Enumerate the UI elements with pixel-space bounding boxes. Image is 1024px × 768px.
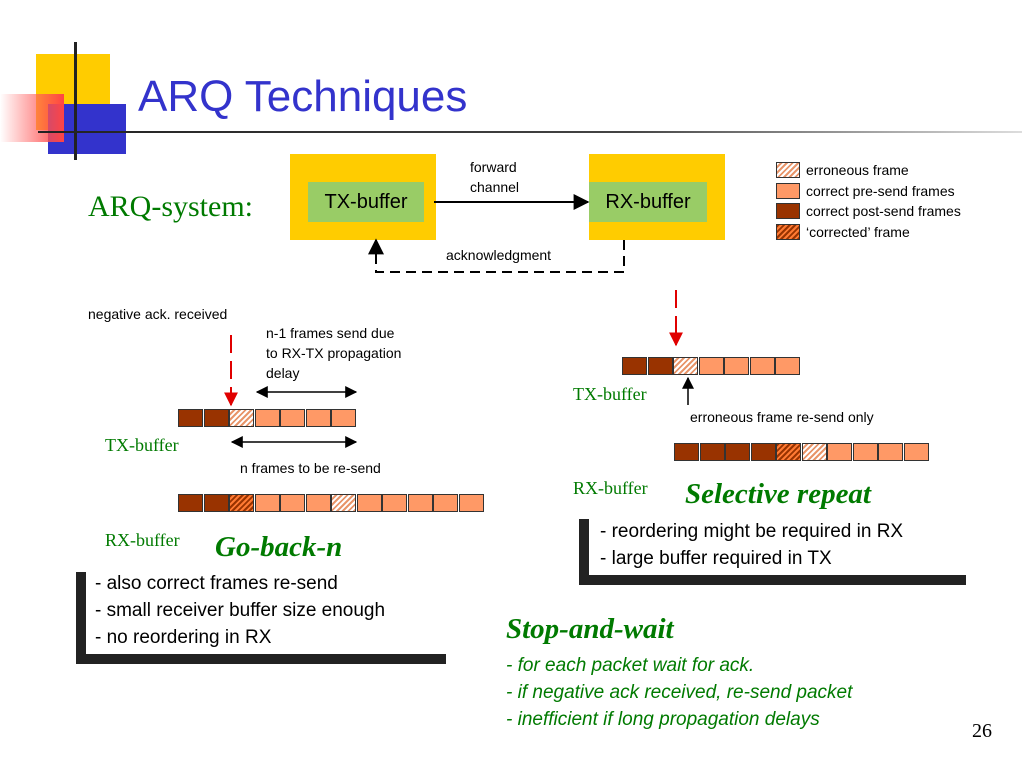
sr-tx-frame-pre: [775, 357, 800, 375]
sr-tx-frame-post: [647, 357, 673, 375]
gbn-bullet-2: - small receiver buffer size enough: [95, 600, 386, 621]
sr-rx-frame-post: [725, 443, 750, 461]
gbn-rx-label: RX-buffer: [105, 530, 180, 550]
sr-rx-frame-pre: [903, 443, 929, 461]
arq-system-label: ARQ-system:: [88, 190, 253, 223]
forward-channel-line2: channel: [470, 179, 520, 195]
gbn-delay-line1: n-1 frames send due: [266, 325, 395, 341]
gbn-tx-frame-pre: [305, 409, 331, 427]
gbn-bullets: - also correct frames re-send - small re…: [95, 570, 385, 651]
legend-swatch-pre: [776, 182, 800, 199]
legend-item: ‘corrected’ frame: [776, 222, 910, 242]
legend-swatch-post: [776, 203, 800, 219]
forward-channel-label: forward channel: [470, 157, 519, 197]
gbn-tx-frame-post: [178, 409, 203, 427]
gbn-resend-label: n frames to be re-send: [240, 460, 381, 476]
gbn-bullet-3: - no reordering in RX: [95, 627, 272, 648]
gbn-tx-frame-post: [203, 409, 229, 427]
tx-buffer-label: TX-buffer: [324, 190, 408, 213]
sr-bullets: - reordering might be required in RX - l…: [600, 518, 903, 572]
legend-label: ‘corrected’ frame: [806, 223, 910, 240]
gbn-bracket: [76, 572, 446, 664]
sr-tx-frame-err: [673, 357, 698, 375]
gbn-rx-frame-corr: [229, 494, 254, 512]
legend-item: correct pre-send frames: [776, 181, 955, 201]
saw-bullet-1: - for each packet wait for ack.: [506, 655, 755, 676]
tx-buffer-box: TX-buffer: [308, 182, 424, 222]
gbn-rx-frame-pre: [407, 494, 433, 512]
gbn-rx-frame-pre: [458, 494, 484, 512]
sr-rx-frame-pre: [827, 443, 852, 461]
sr-tx-frame-pre: [749, 357, 775, 375]
legend-item: correct post-send frames: [776, 201, 961, 221]
sr-rx-frame-post: [750, 443, 776, 461]
gbn-rx-frame-pre: [254, 494, 280, 512]
gbn-tx-frame-err: [229, 409, 254, 427]
sr-tx-frame-pre: [724, 357, 749, 375]
legend-label: correct pre-send frames: [806, 182, 955, 199]
legend-swatch-err: [776, 162, 800, 178]
sr-bullet-1: - reordering might be required in RX: [600, 521, 904, 542]
gbn-delay-line3: delay: [266, 365, 300, 381]
gbn-tx-label: TX-buffer: [105, 435, 179, 455]
gbn-rx-frame-pre: [280, 494, 305, 512]
sr-rx-frame-pre: [852, 443, 878, 461]
gbn-bullet-1: - also correct frames re-send: [95, 573, 338, 594]
page-title: ARQ Techniques: [138, 72, 468, 121]
legend-swatch-corr: [776, 223, 800, 240]
sr-tx-label: TX-buffer: [573, 384, 647, 404]
saw-bullets: - for each packet wait for ack. - if neg…: [506, 652, 852, 733]
sr-bracket: [579, 519, 966, 585]
forward-channel-line1: forward: [470, 159, 517, 175]
gbn-rx-frame-pre: [433, 494, 458, 512]
gbn-tx-frame-pre: [331, 409, 356, 427]
sr-rx-frame-corr: [776, 443, 801, 461]
logo-vertical-line: [74, 42, 77, 160]
sr-tx-frame-pre: [698, 357, 724, 375]
sr-rx-label: RX-buffer: [573, 478, 648, 498]
sr-bullet-2: - large buffer required in TX: [600, 548, 832, 569]
gbn-rx-frame-pre: [305, 494, 331, 512]
gbn-rx-frame-err: [331, 494, 356, 512]
legend-item: erroneous frame: [776, 160, 909, 180]
saw-bullet-2: - if negative ack received, re-send pack…: [506, 682, 853, 703]
saw-heading: Stop-and-wait: [506, 613, 674, 645]
legend-label: erroneous frame: [806, 162, 909, 178]
gbn-rx-frame-pre: [382, 494, 407, 512]
gbn-tx-frame-pre: [254, 409, 280, 427]
sr-rx-frame-err: [801, 443, 827, 461]
gbn-delay-line2: to RX-TX propagation: [266, 345, 402, 361]
gbn-heading: Go-back-n: [215, 531, 343, 563]
acknowledgment-label: acknowledgment: [446, 247, 552, 263]
gbn-neg-ack-label: negative ack. received: [88, 306, 228, 322]
rx-buffer-label: RX-buffer: [605, 190, 691, 213]
rx-buffer-box: RX-buffer: [589, 182, 707, 222]
logo-horizontal-line: [38, 131, 1022, 133]
gbn-rx-frame-pre: [356, 494, 382, 512]
gbn-delay-note: n-1 frames send due to RX-TX propagation…: [266, 323, 401, 383]
acknowledgment-arrow: [368, 238, 625, 273]
sr-heading: Selective repeat: [685, 478, 871, 510]
gbn-rx-frame-post: [203, 494, 229, 512]
saw-bullet-3: - inefficient if long propagation delays: [506, 709, 820, 730]
page-number: 26: [972, 720, 992, 742]
sr-rx-frame-post: [674, 443, 699, 461]
sr-tx-frame-post: [622, 357, 647, 375]
sr-rx-frame-post: [699, 443, 725, 461]
gbn-rx-frame-post: [178, 494, 203, 512]
legend-label: correct post-send frames: [806, 203, 961, 219]
sr-resend-label: erroneous frame re-send only: [690, 409, 874, 425]
sr-rx-frame-pre: [878, 443, 903, 461]
gbn-tx-frame-pre: [280, 409, 305, 427]
logo-red-square: [0, 94, 64, 142]
